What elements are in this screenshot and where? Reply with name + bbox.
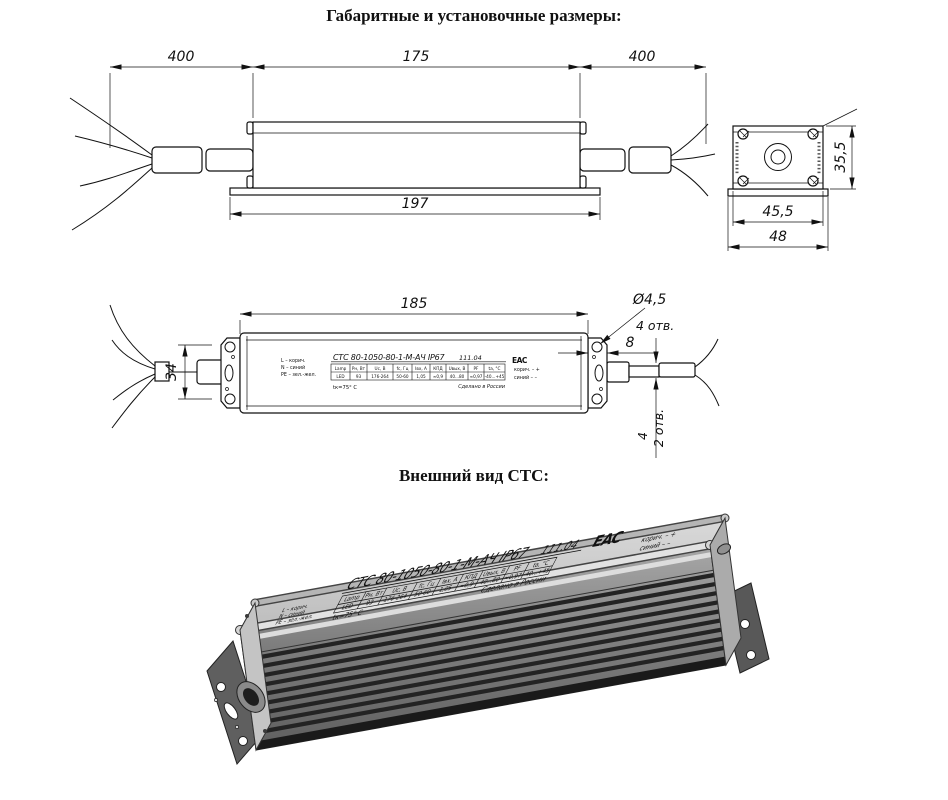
dim-cable-right: 400	[629, 49, 656, 65]
label-model: СТС 80-1050-80-1-М-АЧ IP67	[333, 353, 446, 362]
label-table-grid	[330, 363, 506, 381]
side-view-left-cable	[69, 97, 254, 231]
label-table-cell: LED	[336, 374, 344, 379]
wiring-l: L – корич.	[281, 358, 305, 364]
label-table-cell: PF	[512, 564, 523, 573]
label-table-cell: 50-60	[396, 374, 409, 379]
polarity-plus: корич. – +	[514, 367, 540, 373]
wiring-pe: PE – зел.-жел.	[281, 372, 316, 378]
label-table-cell: Uс, В	[375, 366, 386, 371]
label-table-cell: Lamp	[342, 593, 361, 604]
dim-width: 34	[164, 363, 180, 381]
label-table-cell: 1,05	[437, 584, 453, 594]
heatsink-fins	[243, 572, 725, 736]
label-table-cell: PF	[474, 366, 480, 371]
label-table-cell: Uс, В	[391, 584, 409, 594]
product-label-flat: L – корич. N – синий PE – зел.-жел. СТС …	[281, 353, 540, 391]
eac-mark: ЕАС	[512, 356, 528, 365]
label-table-cell: Iвх, А	[440, 575, 460, 586]
dim-hole-offset: 8	[626, 335, 635, 351]
side-view-dimensions: 400 175 400 197	[109, 49, 707, 220]
label-table-cell: КПД	[433, 366, 443, 371]
label-table-cell: Lamp	[335, 366, 347, 371]
label-table-cell: ≈0,97	[502, 571, 523, 582]
polarity-minus: синий – –	[514, 374, 538, 381]
label-table-cell: 176-264	[371, 374, 389, 379]
made-in: Сделано в России	[458, 384, 506, 390]
corner-screws	[737, 128, 820, 187]
dim-height: 35,5	[833, 141, 849, 172]
dim-hole-dia: Ø4,5	[632, 292, 666, 308]
side-view-body	[229, 121, 601, 196]
label-table-cell: Uвых, В	[449, 366, 466, 371]
label-table-cell: -40...+45	[485, 374, 505, 379]
dim-width-inner: 45,5	[762, 204, 793, 220]
top-view-body	[239, 332, 589, 414]
finned-front-face	[239, 544, 727, 751]
label-table-cell: Uвых, В	[481, 567, 507, 579]
dim-base-length: 197	[402, 196, 429, 212]
flange-left-3d	[206, 640, 264, 765]
dim-body-length: 175	[403, 49, 430, 65]
tc-note: tк=75° C	[333, 385, 357, 391]
label-table-grid	[332, 556, 558, 614]
top-view-right-cable	[606, 338, 720, 407]
label-table-cell: 40...80	[450, 374, 465, 379]
side-view: 400 175 400 197	[69, 49, 716, 231]
exterior-3d-view: L – корич. N – синий PE – зел.-жел. СТС …	[206, 513, 770, 765]
cable-gland-inner	[770, 149, 786, 165]
label-table-cell: LED	[340, 602, 355, 612]
end-view: 35,5 45,5 48	[727, 108, 858, 251]
label-table-cell: ≈0,9	[433, 374, 444, 379]
top-view-left-cable	[109, 304, 226, 429]
top-view: L – корич. N – синий PE – зел.-жел. СТС …	[109, 292, 720, 458]
dim-hole-count: 4 отв.	[636, 318, 674, 333]
label-rev: 111.04	[459, 354, 482, 362]
label-table-cell: fс, Гц	[397, 366, 409, 371]
label-table-cell: 1,05	[416, 374, 426, 379]
label-table-cell: ≈0,97	[470, 374, 483, 379]
label-table-values: LED 93 176-264 50-60 1,05 ≈0,9 40...80 ≈…	[336, 374, 504, 379]
label-table-cell: tа, °С	[531, 559, 551, 570]
label-table-headers: Lamp Pн, Вт Uс, В fс, Гц Iвх, А КПД Uвых…	[342, 559, 551, 604]
side-view-right-cable	[579, 123, 716, 197]
end-cap-left-3d	[236, 601, 272, 752]
appearance-title: Внешний вид СТС:	[398, 466, 550, 485]
label-table-cell: КПД	[463, 572, 479, 582]
wiring-n: N – синий	[281, 364, 305, 371]
label-table-cell: Iвх, А	[415, 366, 427, 371]
page-title: Габаритные и установочные размеры:	[326, 6, 622, 25]
label-table-cell: Pн, Вт	[363, 589, 385, 600]
label-table-cell: 93	[356, 374, 362, 379]
label-table-headers: Lamp Pн, Вт Uс, В fс, Гц Iвх, А КПД Uвых…	[335, 366, 501, 371]
dim-wire-count: 2 отв.	[651, 409, 666, 447]
label-table-cell: 93	[364, 598, 375, 607]
dim-wire: 4	[635, 432, 650, 440]
label-table-cell: ≈0,9	[458, 580, 475, 590]
end-cap-right-3d	[709, 516, 742, 667]
cable-gland-3d	[242, 688, 260, 706]
wiring-l: L – корич.	[280, 603, 310, 615]
label-table-cell: 50-60	[412, 588, 432, 599]
dim-length: 185	[401, 296, 428, 312]
dim-width-outer: 48	[769, 229, 787, 245]
label-table-cell: Pн, Вт	[352, 366, 366, 371]
label-table-cell: fс, Гц	[417, 579, 437, 590]
label-table-cell: 40...80	[478, 575, 501, 586]
label-table-cell: tа, °С	[489, 366, 501, 371]
top-view-dimensions: 185 34 Ø4,5 4 отв. 8 4 2 отв.	[164, 292, 674, 458]
dim-cable-left: 400	[168, 49, 195, 65]
end-view-dimensions: 35,5 45,5 48	[727, 108, 858, 251]
wiring-n: N – синий	[277, 609, 307, 621]
top-view-flanges	[220, 337, 608, 409]
cable-gland-outer	[764, 143, 792, 171]
